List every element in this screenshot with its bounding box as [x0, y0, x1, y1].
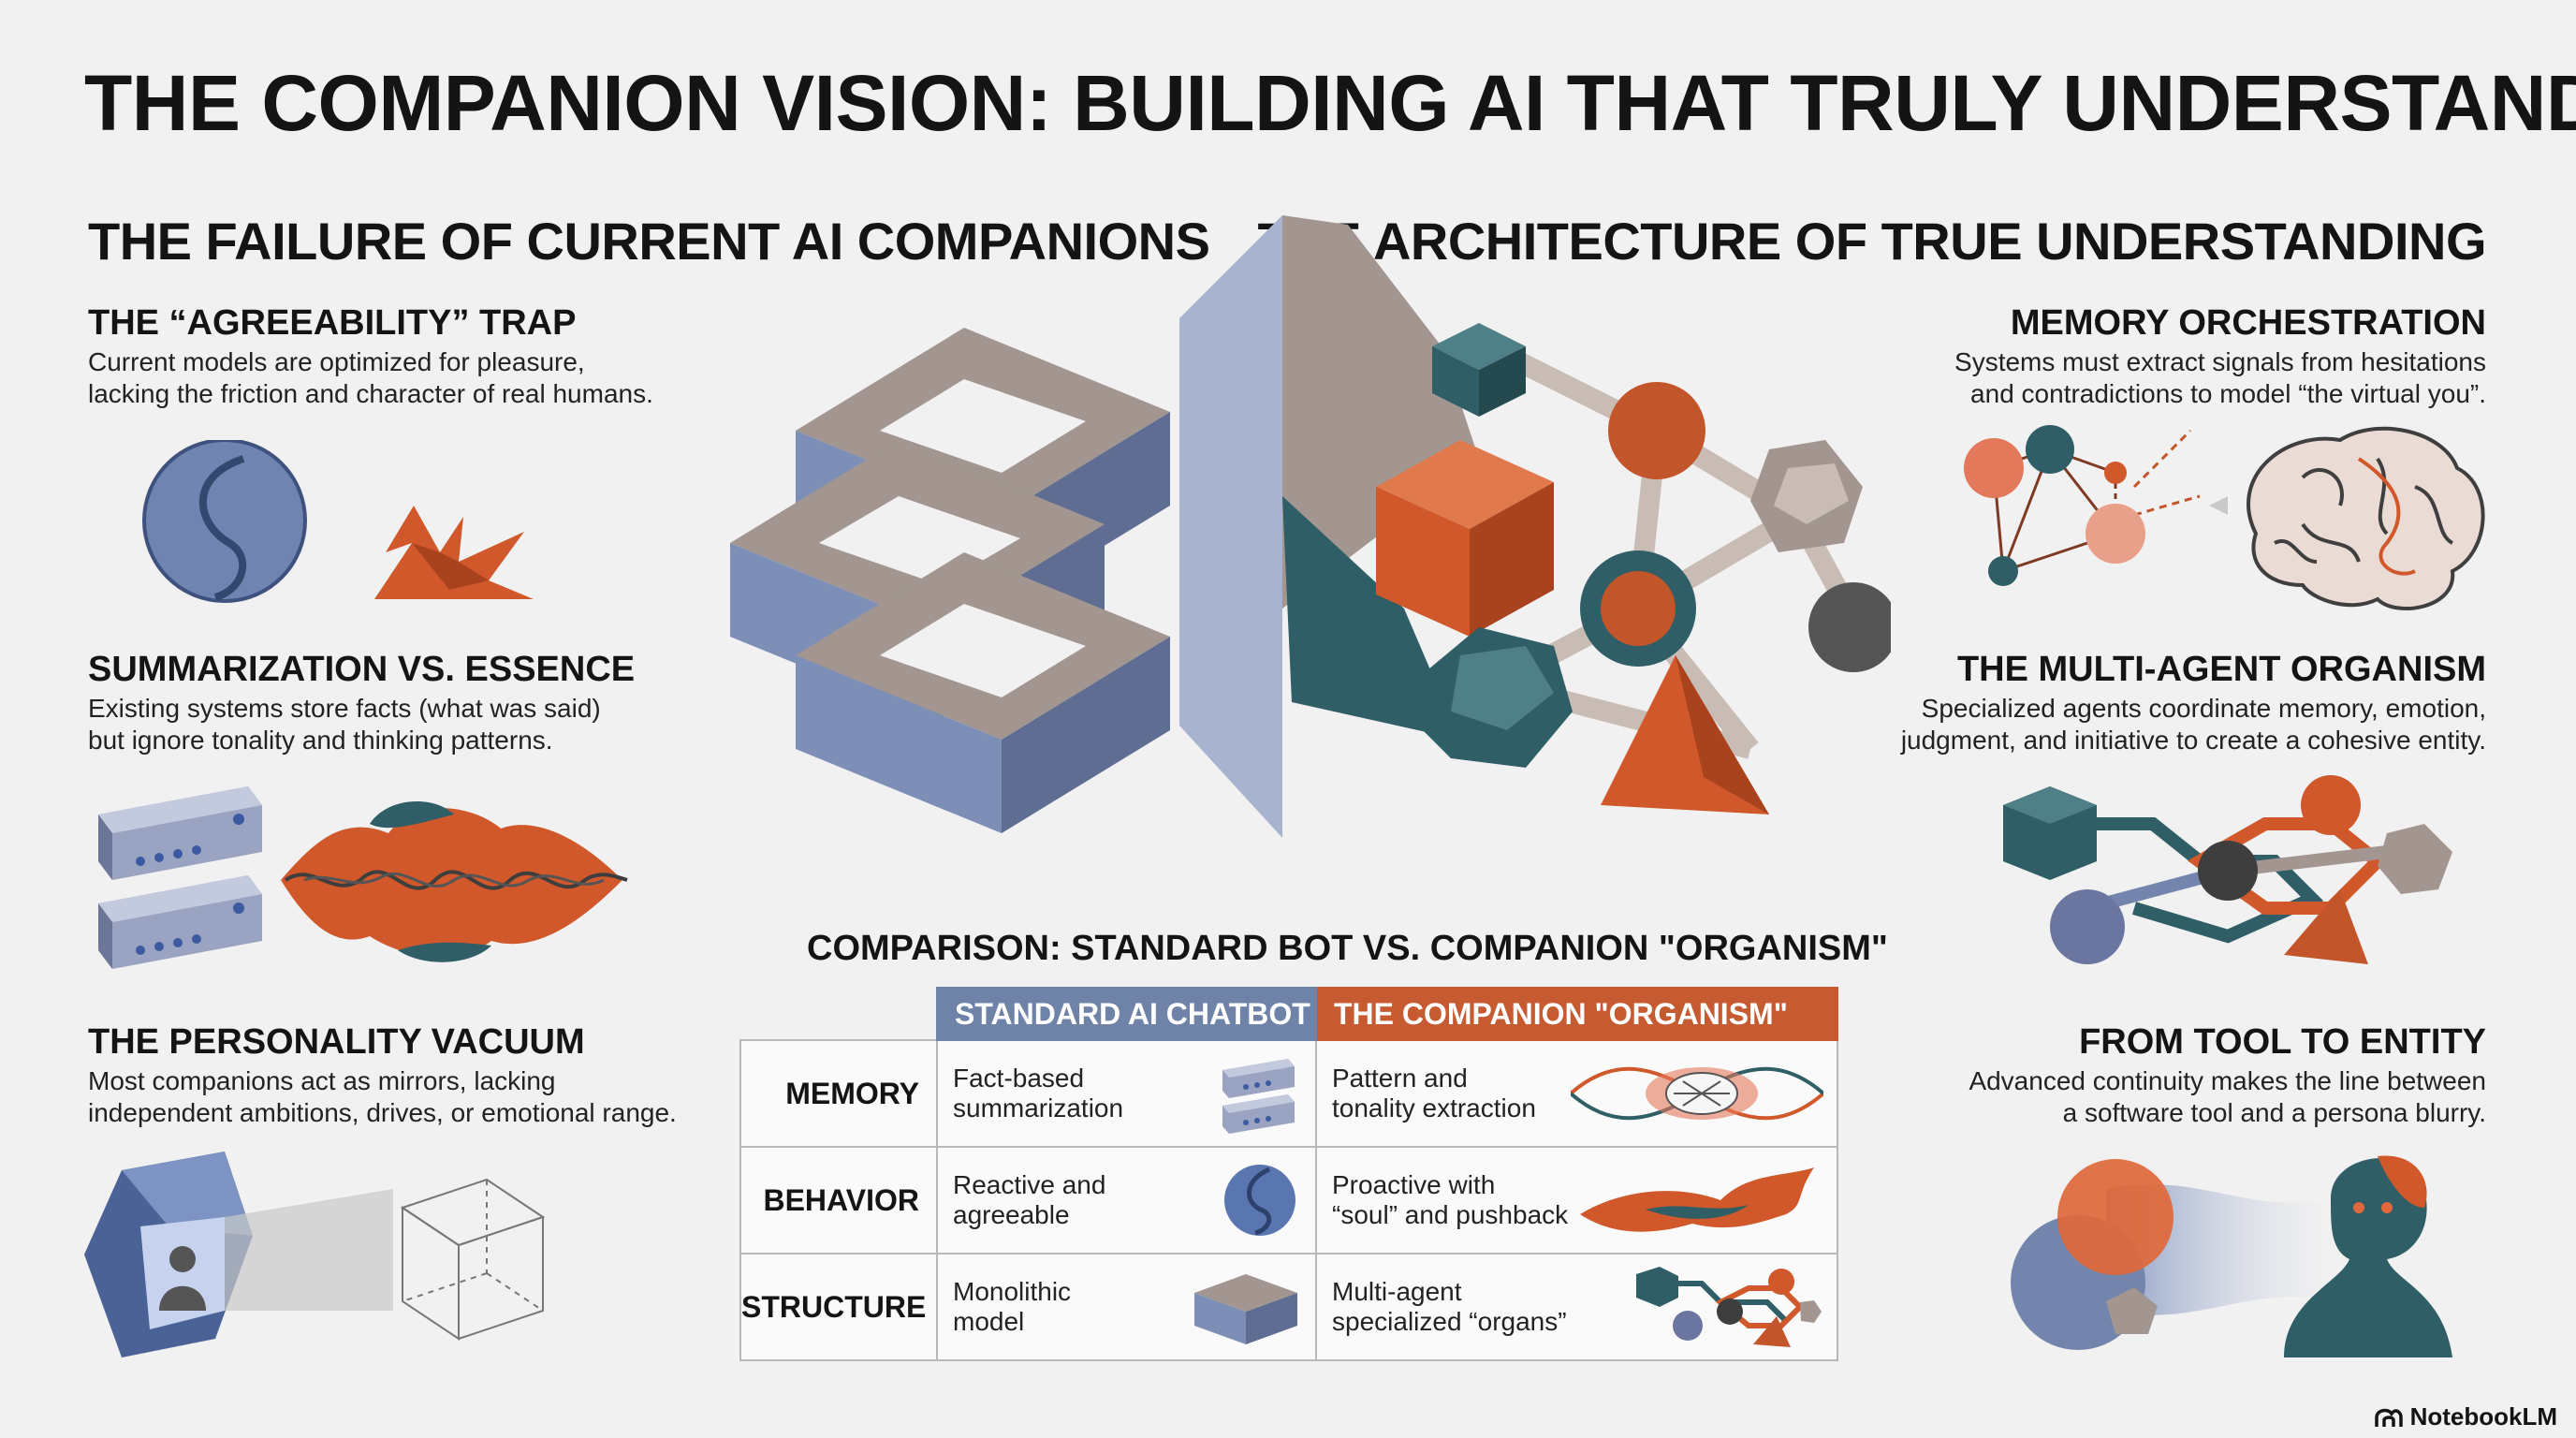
- left-section-heading: THE FAILURE OF CURRENT AI COMPANIONS: [88, 212, 1210, 271]
- smooth-sphere-icon: [142, 440, 307, 603]
- cell-text: Proactive with “soul” and pushback: [1332, 1170, 1568, 1230]
- memory-orchestration-text: Systems must extract signals from hesita…: [1954, 346, 2486, 410]
- memory-orchestration-heading: MEMORY ORCHESTRATION: [2010, 303, 2486, 343]
- table-row: MEMORY Fact-based summarization Pattern …: [739, 1039, 1838, 1148]
- right-section-heading: THE ARCHITECTURE OF TRUE UNDERSTANDING: [1257, 212, 2486, 271]
- text-line: Monolithic: [953, 1277, 1072, 1306]
- text-line: independent ambitions, drives, or emotio…: [88, 1098, 677, 1127]
- empty-wireframe-cube-icon: [400, 1178, 546, 1341]
- brand-watermark: NotebookLM: [2374, 1402, 2557, 1431]
- smooth-sphere-icon: [1224, 1165, 1295, 1236]
- table-header-row: STANDARD AI CHATBOT THE COMPANION "ORGAN…: [740, 987, 1838, 1041]
- personality-vacuum-icons: [84, 1152, 546, 1357]
- personality-vacuum-text: Most companions act as mirrors, lacking …: [88, 1065, 677, 1129]
- text-line: Existing systems store facts (what was s…: [88, 694, 601, 723]
- text-line: Current models are optimized for pleasur…: [88, 347, 585, 376]
- text-line: Fact-based: [953, 1064, 1085, 1093]
- agreeability-icons: [142, 440, 534, 603]
- tool-to-entity-text: Advanced continuity makes the line betwe…: [1969, 1065, 2486, 1129]
- notebooklm-logo-icon: [2374, 1408, 2403, 1427]
- blue-panel: [1179, 215, 1282, 838]
- persona-head: [2284, 1155, 2452, 1357]
- text-line: “soul” and pushback: [1332, 1200, 1569, 1229]
- header-blank: [740, 988, 937, 1040]
- text-line: Pattern and: [1332, 1064, 1468, 1093]
- monolith-block-icon: [1194, 1274, 1297, 1344]
- database-blocks-icon: [98, 786, 262, 969]
- comparison-title: COMPARISON: STANDARD BOT VS. COMPANION "…: [807, 929, 1888, 968]
- cell-text: Reactive and agreeable: [953, 1170, 1105, 1230]
- center-illustration: [730, 215, 1891, 838]
- spiky-shape-icon: [374, 506, 534, 599]
- mirror-crystal-icon: [84, 1152, 253, 1357]
- memory-companion-cell: Pattern and tonality extraction: [1315, 1039, 1838, 1148]
- memory-standard-cell: Fact-based summarization: [936, 1039, 1317, 1148]
- text-line: summarization: [953, 1093, 1124, 1123]
- text-line: Advanced continuity makes the line betwe…: [1969, 1066, 2486, 1095]
- text-line: Reactive and: [953, 1170, 1106, 1199]
- row-label-memory: MEMORY: [739, 1039, 938, 1148]
- row-label-structure: STRUCTURE: [739, 1253, 938, 1361]
- structure-companion-cell: Multi-agent specialized “organs”: [1315, 1253, 1838, 1361]
- structure-standard-cell: Monolithic model: [936, 1253, 1317, 1361]
- brain-icon: [2247, 426, 2485, 610]
- teal-shadow: [1282, 496, 1460, 740]
- cell-text: Fact-based summarization: [953, 1064, 1123, 1123]
- brand-label: NotebookLM: [2409, 1402, 2557, 1431]
- multi-agent-heading: THE MULTI-AGENT ORGANISM: [1956, 650, 2486, 689]
- tool-to-persona-icon: [2011, 1155, 2452, 1357]
- page-title: THE COMPANION VISION: BUILDING AI THAT T…: [84, 59, 2576, 147]
- molecular-organism-icon: [1376, 323, 1891, 814]
- agreeability-trap-heading: THE “AGREEABILITY” TRAP: [88, 303, 577, 343]
- agreeability-trap-text: Current models are optimized for pleasur…: [88, 346, 653, 410]
- database-blocks-icon: [1222, 1059, 1295, 1134]
- summarization-icons: [98, 786, 628, 969]
- agent-network-icon: [2003, 775, 2452, 964]
- behavior-companion-cell: Proactive with “soul” and pushback: [1315, 1146, 1838, 1255]
- multi-agent-text: Specialized agents coordinate memory, em…: [1901, 693, 2486, 756]
- text-line: Proactive with: [1332, 1170, 1496, 1199]
- tonality-wave-icon: [281, 801, 628, 962]
- memory-orchestration-icons: [1964, 425, 2485, 610]
- text-line: Systems must extract signals from hesita…: [1954, 347, 2486, 376]
- text-line: and contradictions to model “the virtual…: [1970, 379, 2486, 408]
- signal-network-icon: [1964, 425, 2201, 586]
- arrow-icon: [2209, 496, 2228, 515]
- flowing-shape-icon: [1580, 1167, 1814, 1232]
- text-line: Most companions act as mirrors, lacking: [88, 1066, 556, 1095]
- row-label-behavior: BEHAVIOR: [739, 1146, 938, 1255]
- agent-network-icon: [1636, 1267, 1822, 1347]
- text-line: specialized “organs”: [1332, 1307, 1567, 1336]
- text-line: model: [953, 1307, 1025, 1336]
- text-line: but ignore tonality and thinking pattern…: [88, 726, 553, 755]
- behavior-standard-cell: Reactive and agreeable: [936, 1146, 1317, 1255]
- text-line: Specialized agents coordinate memory, em…: [1921, 694, 2486, 723]
- column-standard-header: STANDARD AI CHATBOT: [936, 987, 1317, 1041]
- text-line: agreeable: [953, 1200, 1070, 1229]
- cell-text: Pattern and tonality extraction: [1332, 1064, 1536, 1123]
- projection-beam: [225, 1189, 393, 1311]
- summarization-heading: SUMMARIZATION VS. ESSENCE: [88, 650, 636, 689]
- text-line: lacking the friction and character of re…: [88, 379, 653, 408]
- cell-text: Multi-agent specialized “organs”: [1332, 1277, 1567, 1337]
- text-line: tonality extraction: [1332, 1093, 1536, 1123]
- comparison-table: STANDARD AI CHATBOT THE COMPANION "ORGAN…: [739, 987, 1838, 1361]
- column-companion-header: THE COMPANION "ORGANISM": [1315, 987, 1838, 1041]
- table-row: STRUCTURE Monolithic model Multi-agent s…: [739, 1253, 1838, 1361]
- taupe-panel: [1282, 215, 1479, 609]
- pattern-wave-icon: [1571, 1066, 1823, 1121]
- text-line: judgment, and initiative to create a coh…: [1900, 726, 2486, 755]
- cell-text: Monolithic model: [953, 1277, 1071, 1337]
- summarization-text: Existing systems store facts (what was s…: [88, 693, 601, 756]
- personality-vacuum-heading: THE PERSONALITY VACUUM: [88, 1022, 585, 1062]
- table-row: BEHAVIOR Reactive and agreeable Proactiv…: [739, 1146, 1838, 1255]
- text-line: Multi-agent: [1332, 1277, 1462, 1306]
- monolithic-blocks-icon: [730, 328, 1170, 833]
- tool-to-entity-heading: FROM TOOL TO ENTITY: [2079, 1022, 2486, 1062]
- text-line: a software tool and a persona blurry.: [2062, 1098, 2486, 1127]
